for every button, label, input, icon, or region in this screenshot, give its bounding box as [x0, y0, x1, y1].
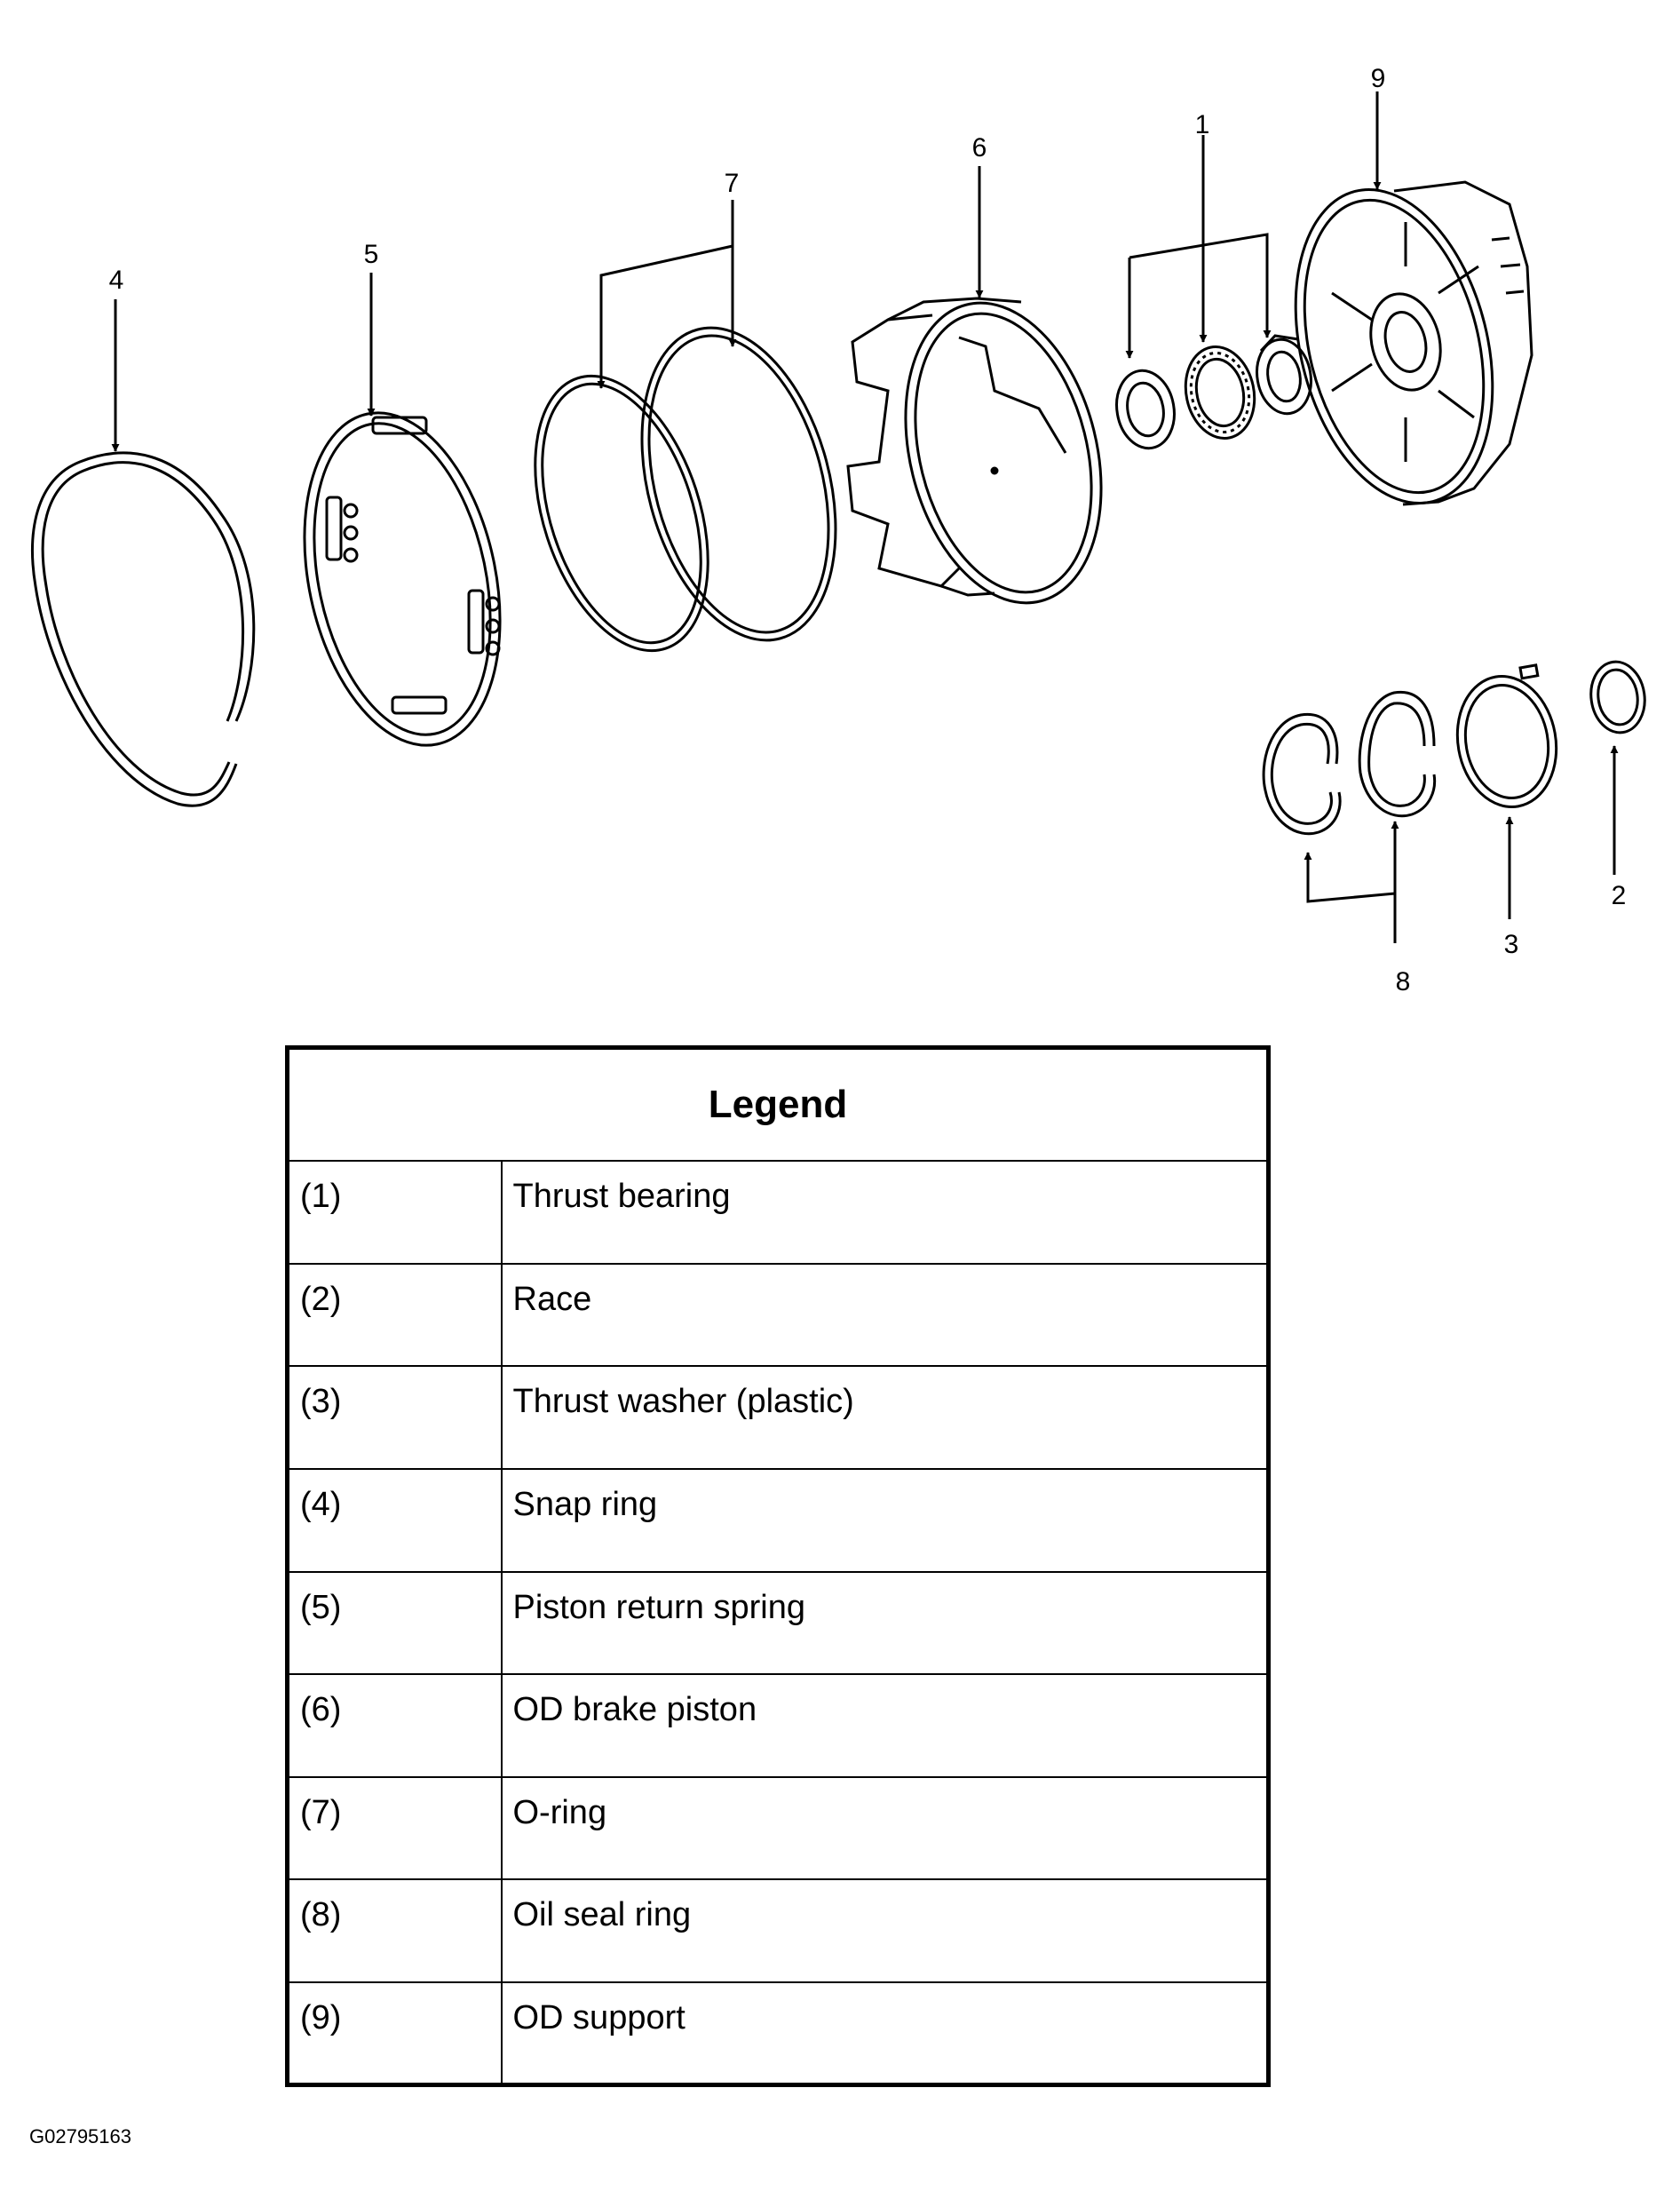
legend-row: (5) Piston return spring — [286, 1570, 1270, 1676]
legend-title: Legend — [286, 1046, 1270, 1163]
part-o-rings — [534, 326, 837, 653]
callout-7: 7 — [725, 169, 740, 198]
legend-label: Piston return spring — [500, 1570, 1270, 1676]
legend-number: (3) — [286, 1365, 503, 1470]
legend-row: (4) Snap ring — [286, 1467, 1270, 1573]
callout-leaders — [111, 91, 1619, 943]
legend-row: (1) Thrust bearing — [286, 1160, 1270, 1265]
legend-row: (3) Thrust washer (plastic) — [286, 1365, 1270, 1470]
legend-table: Legend (1) Thrust bearing (2) Race (3) T… — [285, 1045, 1271, 2087]
callout-9: 9 — [1371, 64, 1386, 93]
legend-row: (6) OD brake piston — [286, 1673, 1270, 1778]
legend-number: (2) — [286, 1262, 503, 1368]
legend-number: (1) — [286, 1160, 503, 1265]
figure-id: G02795163 — [29, 2125, 131, 2147]
legend-row: (8) Oil seal ring — [286, 1878, 1270, 1983]
legend-label: OD brake piston — [500, 1673, 1270, 1778]
part-thrust-bearing — [1115, 334, 1312, 450]
part-snap-ring — [31, 451, 256, 807]
callout-6: 6 — [972, 133, 987, 163]
legend-label: OD support — [500, 1981, 1270, 2086]
part-od-support — [1294, 180, 1533, 506]
legend-label: Snap ring — [500, 1467, 1270, 1573]
legend-number: (7) — [286, 1775, 503, 1881]
legend-number: (4) — [286, 1467, 503, 1573]
callout-5: 5 — [364, 240, 379, 269]
legend-label: Thrust bearing — [500, 1160, 1270, 1265]
callout-2: 2 — [1612, 881, 1627, 910]
legend-number: (5) — [286, 1570, 503, 1676]
legend-label: Race — [500, 1262, 1270, 1368]
callout-4: 4 — [109, 266, 124, 295]
part-race — [1589, 660, 1646, 734]
part-thrust-washer — [1455, 663, 1558, 808]
callout-8: 8 — [1396, 967, 1411, 996]
legend-number: (9) — [286, 1981, 503, 2086]
legend-label: O-ring — [500, 1775, 1270, 1881]
legend-row: (9) OD support — [286, 1981, 1270, 2086]
legend-label: Thrust washer (plastic) — [500, 1365, 1270, 1470]
callout-3: 3 — [1504, 930, 1519, 959]
legend-row: (7) O-ring — [286, 1775, 1270, 1881]
legend-number: (6) — [286, 1673, 503, 1778]
legend-header-row: Legend — [286, 1046, 1270, 1163]
part-od-brake-piston — [846, 297, 1103, 605]
exploded-parts-diagram: 1 2 3 4 5 6 7 8 9 — [31, 64, 1646, 996]
callout-1: 1 — [1195, 110, 1210, 139]
legend-number: (8) — [286, 1878, 503, 1983]
legend-row: (2) Race — [286, 1262, 1270, 1368]
legend-label: Oil seal ring — [500, 1878, 1270, 1983]
part-piston-return-spring — [303, 411, 502, 747]
part-oil-seal-rings — [1262, 690, 1437, 836]
